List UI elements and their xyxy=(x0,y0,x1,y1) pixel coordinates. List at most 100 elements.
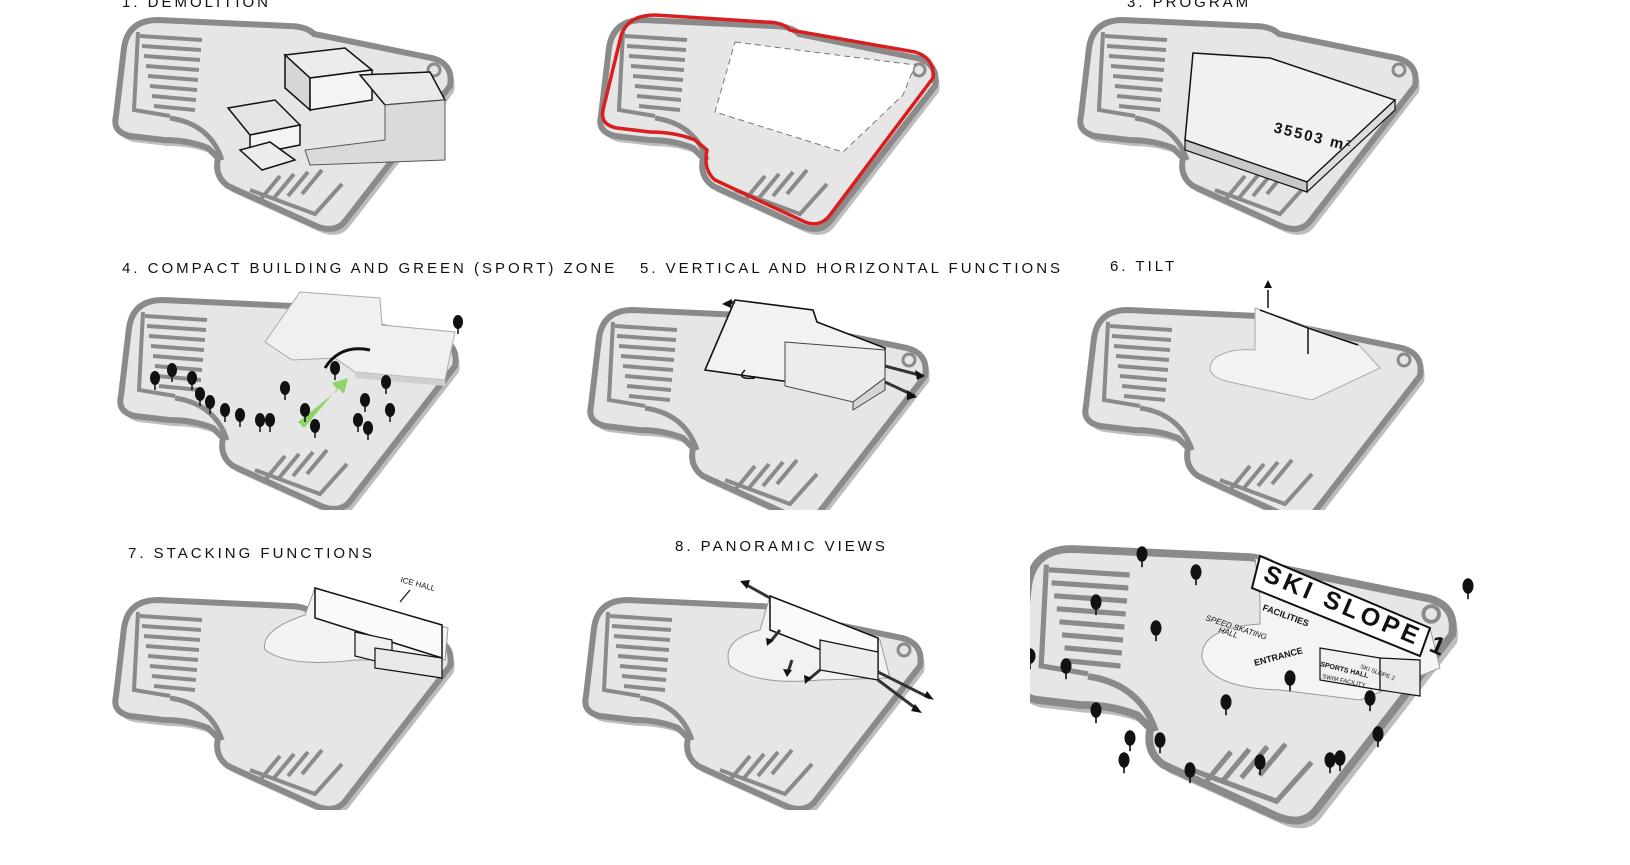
parking-lot-bottom xyxy=(1191,742,1314,805)
parking-lot-bottom xyxy=(249,168,344,217)
trees xyxy=(1008,546,1474,784)
tree-icon xyxy=(1462,578,1474,600)
access-road xyxy=(1134,115,1190,161)
tree-icon xyxy=(150,371,160,390)
site-boundary-outline xyxy=(600,13,935,226)
green-arrow xyxy=(298,378,348,428)
parking-lot xyxy=(131,31,203,118)
tree-icon xyxy=(1364,690,1376,712)
panel-title: 1. DEMOLITION xyxy=(122,0,272,11)
access-road xyxy=(169,115,225,161)
parking-lot-bottom xyxy=(1214,168,1309,217)
tree-icon xyxy=(353,413,363,432)
panel-compact-building: 4. COMPACT BUILDING AND GREEN (SPORT) ZO… xyxy=(110,260,614,515)
tree-icon xyxy=(310,419,320,438)
building-volumes xyxy=(703,299,886,411)
site-diagram: 35503 m² xyxy=(1077,16,1420,235)
panel-tilt: 6. TILT xyxy=(1080,258,1440,525)
parking-lot-bottom xyxy=(249,748,344,797)
tree-icon xyxy=(1334,750,1346,772)
tree-icon xyxy=(235,408,245,427)
parking-lot-bottom xyxy=(719,748,814,797)
panel-demolition: 1. DEMOLITION xyxy=(110,0,480,250)
tree-icon xyxy=(280,381,290,400)
tree-icon xyxy=(1372,726,1384,748)
panel-stacking: 7. STACKING FUNCTIONS ICE HALL xyxy=(110,545,490,815)
panel-site-boundary xyxy=(595,0,955,250)
access-road xyxy=(644,405,700,451)
tree-icon xyxy=(1124,730,1136,752)
tree-icon xyxy=(255,413,265,432)
demolished-buildings xyxy=(226,47,447,171)
panel-title: 5. VERTICAL AND HORIZONTAL FUNCTIONS xyxy=(640,260,1064,277)
roundabout xyxy=(896,642,912,658)
parking-lot-bottom xyxy=(1219,458,1314,507)
panel-final-masterplan: SKI SLOPE 1 FACILITIES SPEED SKATING HAL… xyxy=(1008,528,1550,860)
tree-icon xyxy=(220,403,230,422)
parking-lot xyxy=(601,611,673,698)
access-road xyxy=(1139,405,1195,451)
access-road xyxy=(1087,673,1159,733)
tree-icon xyxy=(1184,762,1196,784)
parking-lot xyxy=(131,611,203,698)
tree-icon xyxy=(265,413,275,432)
access-road xyxy=(174,395,230,441)
ice-hall-annotation: ICE HALL xyxy=(399,575,436,593)
site-diagram xyxy=(117,291,463,515)
tree-icon xyxy=(1220,694,1232,716)
panoramic-building xyxy=(727,594,891,682)
tree-icon xyxy=(167,363,177,382)
access-road xyxy=(639,695,695,741)
tree-icon xyxy=(195,387,205,406)
site-diagram xyxy=(1082,280,1425,525)
site-diagram xyxy=(112,16,455,235)
site-diagram: SKI SLOPE 1 FACILITIES SPEED SKATING HAL… xyxy=(1008,545,1474,829)
tree-icon xyxy=(381,375,391,394)
roundabout xyxy=(901,352,917,368)
roundabout xyxy=(1391,62,1407,78)
panel-title: 8. PANORAMIC VIEWS xyxy=(675,538,888,555)
parking-lot xyxy=(606,321,678,408)
tree-icon xyxy=(187,371,197,390)
site-surface xyxy=(582,596,924,812)
tree-icon xyxy=(205,395,215,414)
panel-program: 3. PROGRAM 35503 m² xyxy=(1075,0,1435,250)
tree-icon xyxy=(1060,658,1072,680)
tree-icon xyxy=(1150,620,1162,642)
access-road xyxy=(169,695,225,741)
trees xyxy=(150,315,463,440)
site-diagram: ICE HALL xyxy=(112,575,455,815)
site-diagram xyxy=(597,13,940,235)
panel-title: 6. TILT xyxy=(1110,258,1178,275)
roundabout xyxy=(426,62,442,78)
panel-title: 4. COMPACT BUILDING AND GREEN (SPORT) ZO… xyxy=(122,260,618,277)
roundabout xyxy=(1396,352,1412,368)
tree-icon xyxy=(1254,754,1266,776)
tree-icon xyxy=(1118,752,1130,774)
access-road xyxy=(654,115,710,161)
panel-title: 3. PROGRAM xyxy=(1127,0,1252,11)
roundabout xyxy=(1421,604,1441,624)
tree-icon xyxy=(1090,594,1102,616)
tree-icon xyxy=(1190,564,1202,586)
stacked-volumes xyxy=(264,587,449,679)
compact-building xyxy=(264,291,456,386)
tree-icon xyxy=(1154,732,1166,754)
tree-icon xyxy=(330,361,340,380)
parking-lot xyxy=(616,31,688,118)
final-building xyxy=(1201,554,1441,701)
parking-lot-bottom xyxy=(724,458,819,507)
parking-lot xyxy=(1096,31,1168,118)
site-diagram xyxy=(587,299,930,525)
tree-icon xyxy=(1136,546,1148,568)
tilted-building xyxy=(1209,280,1381,401)
tree-icon xyxy=(453,315,463,334)
parking-lot xyxy=(1101,321,1173,408)
panel-panoramic: 8. PANORAMIC VIEWS xyxy=(580,538,980,815)
tree-icon xyxy=(363,421,373,440)
tree-icon xyxy=(300,403,310,422)
tree-icon xyxy=(385,403,395,422)
parking-lot xyxy=(1038,564,1130,677)
tree-icon xyxy=(1324,752,1336,774)
tree-icon xyxy=(1284,670,1296,692)
